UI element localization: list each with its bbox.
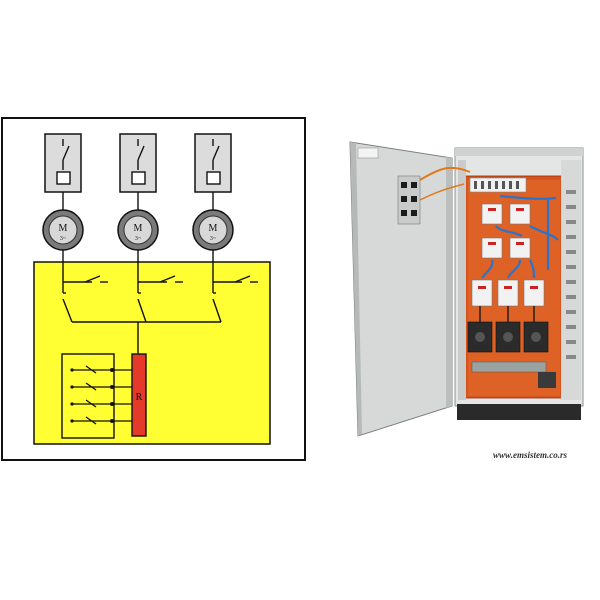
resistor: R xyxy=(131,353,147,437)
motor-3-phase: 3~ xyxy=(210,236,217,242)
cabinet-door xyxy=(349,141,471,437)
watermark: www.emsistem.co.rs xyxy=(493,450,567,460)
motor-1-letter: M xyxy=(59,223,68,234)
selector-switch-row xyxy=(62,275,258,354)
cabinet-photo: www.emsistem.co.rs xyxy=(349,141,584,460)
contactor-unit-2 xyxy=(119,133,157,214)
motor-1-phase: 3~ xyxy=(60,236,67,242)
control-box xyxy=(33,261,271,445)
resistor-step-switches xyxy=(61,353,132,439)
motor-2-phase: 3~ xyxy=(135,236,142,242)
motor-2-letter: M xyxy=(134,223,143,234)
motor-1: M 3~ xyxy=(42,209,84,282)
schematic: M 3~ M 3~ M 3~ xyxy=(1,117,306,461)
contactor-unit-1 xyxy=(44,133,82,214)
contactor-unit-3 xyxy=(194,133,232,214)
motor-3: M 3~ xyxy=(192,209,234,282)
blue-wiring xyxy=(481,194,559,279)
motor-3-letter: M xyxy=(209,223,218,234)
middle-contactors xyxy=(471,279,545,307)
upper-contactors xyxy=(481,203,531,259)
resistor-label: R xyxy=(136,392,143,403)
cabinet-plinth xyxy=(457,404,581,420)
motor-2: M 3~ xyxy=(117,209,159,282)
soft-starter-units xyxy=(467,321,549,353)
